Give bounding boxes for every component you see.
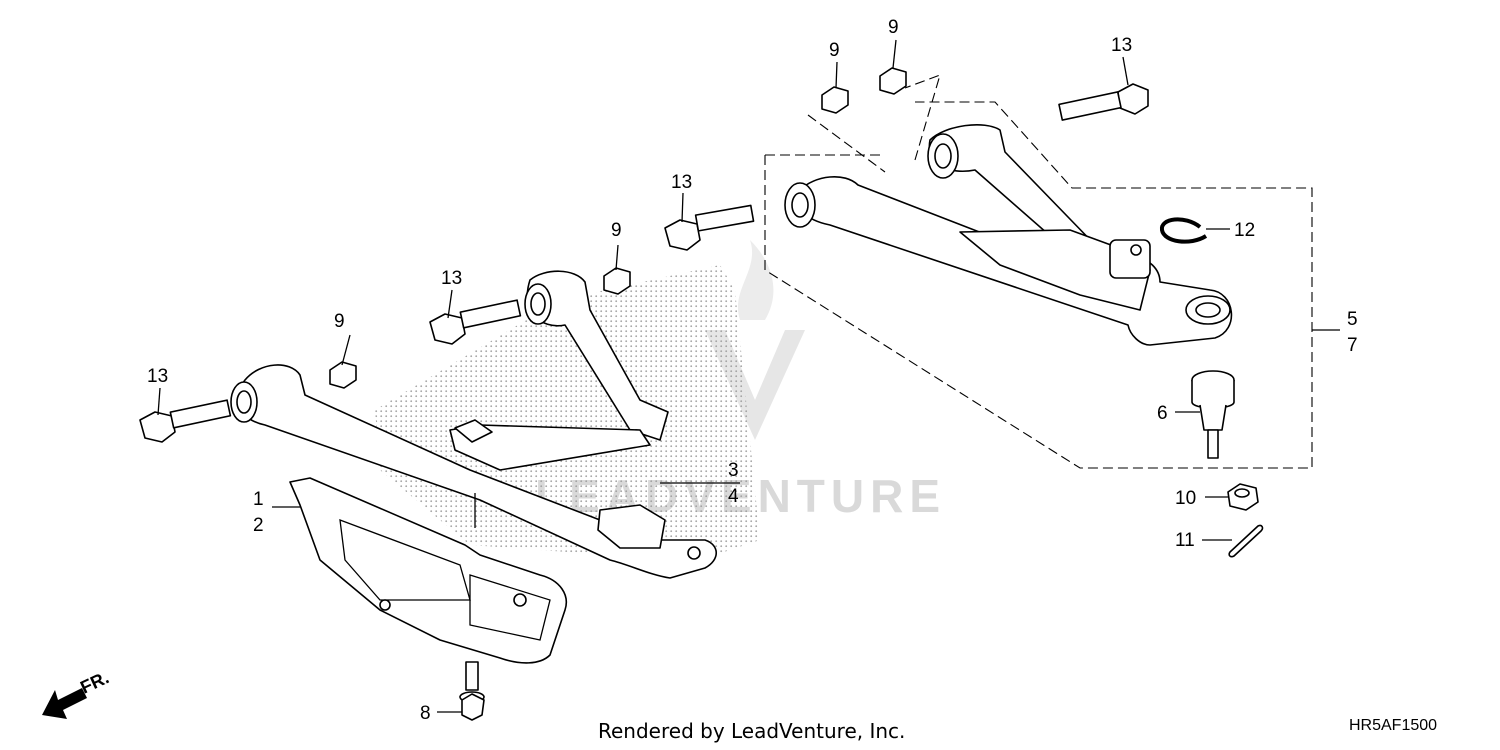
callout-4: 4 [728,486,739,507]
callout-9-upper-front: 9 [829,40,840,61]
nut-9d [879,67,907,95]
lower-arm [230,270,718,579]
callout-10: 10 [1175,488,1196,509]
bolt-13a [139,399,232,443]
callout-1: 1 [253,489,264,510]
callout-13-lower-front: 13 [147,366,168,387]
front-direction-indicator: FR. [42,667,112,719]
callout-8: 8 [420,703,431,724]
rendered-by-text: Rendered by LeadVenture, Inc. [598,719,905,743]
callout-3: 3 [728,460,739,481]
callout-9-lower-front: 9 [334,311,345,332]
nut-9a [329,361,357,389]
cotter-pin [1228,524,1264,558]
flange-bolt [459,661,485,721]
callout-5: 5 [1347,309,1358,330]
callout-6: 6 [1157,403,1168,424]
callout-9-lower-rear: 9 [611,220,622,241]
callout-7: 7 [1347,335,1358,356]
callout-9-upper-rear: 9 [888,17,899,38]
snap-ring [1160,217,1208,244]
callout-13-upper-rear: 13 [1111,35,1132,56]
bolt-13b [429,299,522,345]
diagram-code: HR5AF1500 [1349,717,1437,734]
nut-9c [821,86,849,114]
upper-arm [784,124,1233,346]
callout-2: 2 [253,515,264,536]
callout-12: 12 [1234,220,1255,241]
bolt-13c [664,204,755,251]
leader-lines [157,39,1232,713]
ball-joint [1191,370,1235,459]
upper-arm-assembly-outline [764,74,1340,469]
callout-13-upper-front: 13 [671,172,692,193]
castle-nut [1227,483,1259,511]
watermark-flame-icon [737,240,774,320]
callout-11: 11 [1175,530,1195,551]
skid-plate [289,477,567,664]
callout-13-lower-rear: 13 [441,268,462,289]
bolt-13d [1058,83,1149,121]
front-arrow-icon [42,688,87,719]
